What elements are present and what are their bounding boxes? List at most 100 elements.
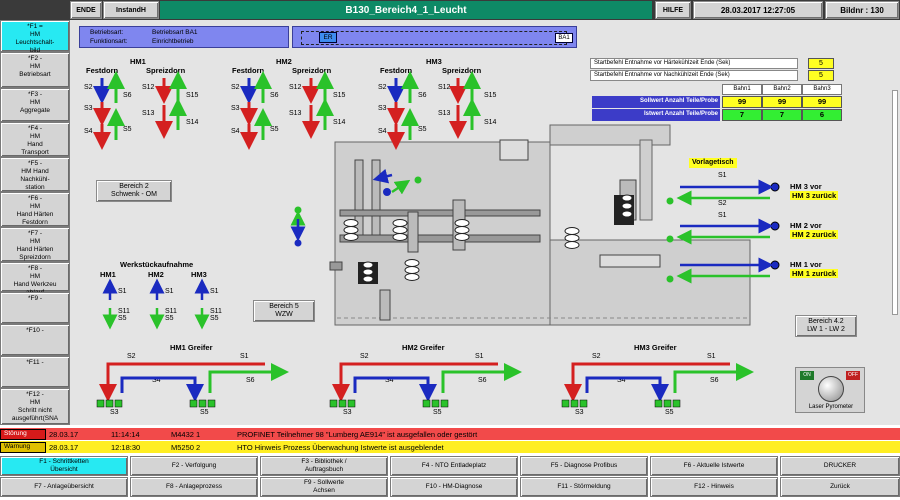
- fkey-row1-button[interactable]: DRUCKER: [780, 456, 900, 476]
- fkey-row1-button[interactable]: F1 - Schrittketten Übersicht: [0, 456, 128, 476]
- hilfe-button[interactable]: HILFE: [655, 1, 691, 19]
- message-code: M5250 2: [171, 442, 201, 452]
- sidebar-item[interactable]: *F4 - HM Hand Transport: [0, 122, 70, 157]
- signal-s4: S4: [231, 128, 240, 135]
- vorlagetisch-label: Vorlagetisch: [689, 158, 737, 168]
- sidebar-item[interactable]: *F7 - HM Hand Härten Spreizdorn: [0, 227, 70, 262]
- startbefehl-value-2[interactable]: 5: [808, 70, 834, 81]
- signal-s5: S5: [118, 315, 127, 322]
- signal-s2: S2: [360, 353, 369, 360]
- hm3-title: HM3: [426, 57, 442, 66]
- sidebar-item[interactable]: *F9 -: [0, 292, 70, 324]
- sidebar-item[interactable]: *F6 - HM Hand Härten Festdorn: [0, 192, 70, 227]
- signal-s1: S1: [718, 212, 727, 219]
- greifer-sensor-icon: [338, 399, 347, 408]
- signal-s14: S14: [186, 119, 199, 126]
- signal-s6: S6: [123, 92, 132, 99]
- hm2-vor: HM 2 vor: [790, 221, 822, 230]
- signal-s15: S15: [484, 92, 497, 99]
- hm2-spreizdorn: Spreizdorn: [292, 66, 332, 75]
- greifer-sensor-icon: [672, 399, 681, 408]
- greifer-arrow-icon: [673, 363, 754, 393]
- workpiece-discs: [343, 194, 633, 283]
- signal-s5: S5: [270, 126, 279, 133]
- hm2-zurueck: HM 2 zurück: [790, 230, 839, 239]
- sidebar-item[interactable]: *F5 - HM Hand Nachkühl- station: [0, 157, 70, 192]
- fkey-row2-button[interactable]: F7 - Anlageübersicht: [0, 477, 128, 497]
- ende-button[interactable]: ENDE: [70, 1, 102, 19]
- fkey-row2-button[interactable]: Zurück: [780, 477, 900, 497]
- greifer-arrow-icon: [332, 362, 498, 402]
- werkstueck-arrows: [102, 278, 210, 330]
- fkey-row1-button[interactable]: F6 - Aktuelle Istwerte: [650, 456, 778, 476]
- fkey-row2-button[interactable]: F11 - Störmeldung: [520, 477, 648, 497]
- signal-s2: S2: [378, 84, 387, 91]
- signal-s6: S6: [710, 377, 719, 384]
- signal-s11: S11: [118, 308, 130, 315]
- fkey-row2-button[interactable]: F8 - Anlageprozess: [130, 477, 258, 497]
- bahn-header: Bahn3: [802, 84, 842, 95]
- signal-s1: S1: [210, 288, 219, 295]
- machine-body: [329, 124, 751, 326]
- greifer-arrow-icon: [208, 363, 289, 393]
- pyrometer-off: OFF: [846, 371, 860, 380]
- signal-s1: S1: [240, 353, 249, 360]
- bahn-header: Bahn2: [762, 84, 802, 95]
- werkstueck-hm2: HM2: [148, 270, 164, 279]
- signal-s3: S3: [575, 409, 584, 416]
- signal-s1: S1: [707, 353, 716, 360]
- signal-s2: S2: [718, 200, 727, 207]
- signal-s3: S3: [378, 105, 387, 112]
- fkey-row1-button[interactable]: F5 - Diagnose Profibus: [520, 456, 648, 476]
- greifer-sensor-icon: [329, 399, 338, 408]
- sollwert-bahn1[interactable]: 99: [722, 96, 762, 108]
- greifer-sensor-icon: [561, 399, 570, 408]
- werkstueck-hm3: HM3: [191, 270, 207, 279]
- signal-s13: S13: [289, 110, 302, 117]
- werkstueck-hm1: HM1: [100, 270, 116, 279]
- sollwert-bahn3[interactable]: 99: [802, 96, 842, 108]
- bahn-header: Bahn1: [722, 84, 762, 95]
- arrow-icon: [372, 168, 393, 184]
- right-scroll-panel[interactable]: [892, 90, 898, 315]
- signal-s5: S5: [165, 315, 174, 322]
- istwert-label: Istwert Anzahl Teile/Probe: [592, 109, 720, 121]
- greifer-sensor-icon: [579, 399, 588, 408]
- fkey-row2-button[interactable]: F10 - HM-Diagnose: [390, 477, 518, 497]
- sollwert-bahn2[interactable]: 99: [762, 96, 802, 108]
- funktionsart-value: Einrichtbetrieb: [152, 38, 194, 45]
- istwert-bahn3: 6: [802, 109, 842, 121]
- sidebar-item[interactable]: *F11 -: [0, 356, 70, 388]
- message-text: PROFINET Teilnehmer 98 "Lumberg AE914" i…: [237, 429, 478, 439]
- fkey-row1-button[interactable]: F2 - Verfolgung: [130, 456, 258, 476]
- sidebar-item[interactable]: *F1 = HM Leuchtschalt- bild: [0, 20, 70, 54]
- bereich5-button[interactable]: Bereich 5 WZW: [253, 300, 315, 322]
- fkey-row2-button[interactable]: F9 - Sollwerte Achsen: [260, 477, 388, 497]
- hm3-festdorn: Festdorn: [380, 66, 413, 75]
- sidebar-item[interactable]: *F2 - HM Betriebsart: [0, 52, 70, 88]
- fkey-row2-button[interactable]: F12 - Hinweis: [650, 477, 778, 497]
- signal-s4: S4: [617, 377, 626, 384]
- fkey-row1-button[interactable]: F3 - Bibliothek / Auftragsbuch: [260, 456, 388, 476]
- signal-s2: S2: [592, 353, 601, 360]
- message-date: 28.03.17: [49, 442, 79, 452]
- startbefehl-value-1[interactable]: 5: [808, 58, 834, 69]
- sidebar-item[interactable]: *F12 - HM Schritt nicht ausgeführt(SNA: [0, 388, 70, 425]
- greifer-sensor-icon: [440, 399, 449, 408]
- bereich2-button[interactable]: Bereich 2 Schwenk - OM: [96, 180, 172, 202]
- mode-indicator: InstandH: [103, 1, 159, 19]
- sidebar-item[interactable]: *F3 - HM Aggregate: [0, 88, 70, 122]
- bereich42-button[interactable]: Bereich 4.2 LW 1 - LW 2: [795, 315, 857, 337]
- signal-s1: S1: [718, 172, 727, 179]
- greifer-sensor-icon: [96, 399, 105, 408]
- signal-s3: S3: [343, 409, 352, 416]
- signal-s4: S4: [385, 377, 394, 384]
- fkey-row1-button[interactable]: F4 - NTO Entladeplatz: [390, 456, 518, 476]
- hm3-greifer-label: HM3 Greifer: [634, 343, 677, 352]
- signal-s3: S3: [84, 105, 93, 112]
- pyrometer-knob-icon[interactable]: [818, 376, 844, 402]
- sidebar-item[interactable]: *F10 -: [0, 324, 70, 356]
- betriebsart-panel: Betriebsart: Betriebsart BA1 Funktionsar…: [79, 26, 289, 48]
